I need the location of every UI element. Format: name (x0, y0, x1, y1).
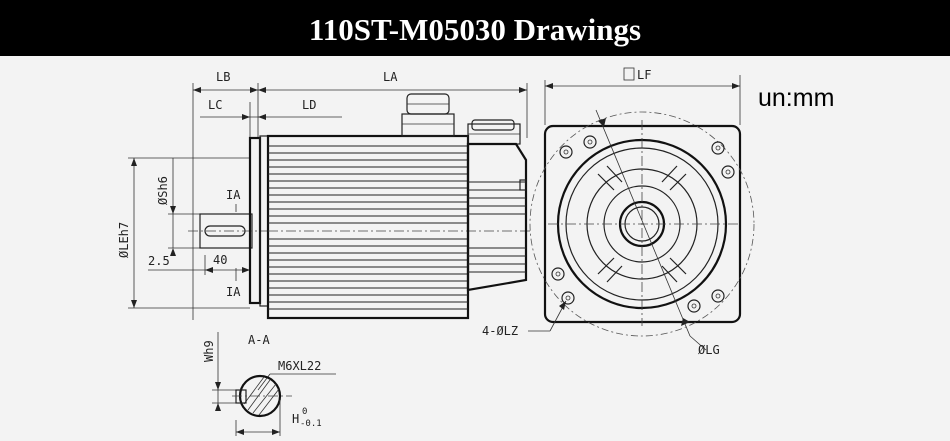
encoder-connector (467, 119, 521, 145)
housing-ribs (597, 165, 687, 283)
h-lower-tolerance: -0.1 (300, 419, 322, 429)
dim-2-5-label: 2.5 (148, 254, 170, 268)
flange-step (259, 135, 269, 307)
motor-body (266, 134, 470, 320)
wh9-label: Wh9 (202, 340, 216, 362)
lb-label: LB (216, 70, 230, 84)
encoder-fins (468, 181, 526, 273)
encoder-screw (519, 179, 527, 191)
square-flange (543, 124, 742, 324)
cooling-fins (268, 145, 468, 310)
h-upper-tolerance: 0 (302, 407, 307, 417)
lf-label: LF (637, 68, 651, 82)
key-slot (235, 389, 247, 404)
ld-label: LD (302, 98, 316, 112)
front-view: LF (482, 67, 755, 357)
h-label: H (292, 412, 299, 426)
pitch-circle (529, 111, 755, 337)
ia-top-label: IA (226, 188, 241, 202)
lz-label: 4-ØLZ (482, 324, 518, 338)
lc-label: LC (208, 98, 222, 112)
ia-bottom-label: IA (226, 285, 241, 299)
diagonal-leader (595, 109, 691, 337)
mounting-holes (551, 135, 735, 313)
page-title: 110ST-M05030 Drawings (308, 12, 642, 47)
leh7-label: ØLEh7 (117, 222, 131, 258)
lg-leader (689, 335, 707, 351)
title-bar (0, 0, 950, 56)
section-hatch (243, 376, 280, 416)
power-connector (401, 93, 455, 137)
unit-note: un:mm (758, 84, 835, 112)
dim-40-label: 40 (213, 253, 227, 267)
section-view: A-A Wh9 M6XL22 H 0 (202, 332, 336, 436)
thread-label: M6XL22 (278, 359, 321, 373)
lg-label: ØLG (698, 343, 720, 357)
side-view: LB LA LC LD ØLEh7 ØSh6 IA IA (117, 70, 530, 320)
section-label: A-A (248, 333, 270, 347)
square-symbol (623, 67, 635, 81)
encoder-housing (466, 142, 528, 292)
sh6-label: ØSh6 (156, 176, 170, 205)
la-label: LA (383, 70, 398, 84)
